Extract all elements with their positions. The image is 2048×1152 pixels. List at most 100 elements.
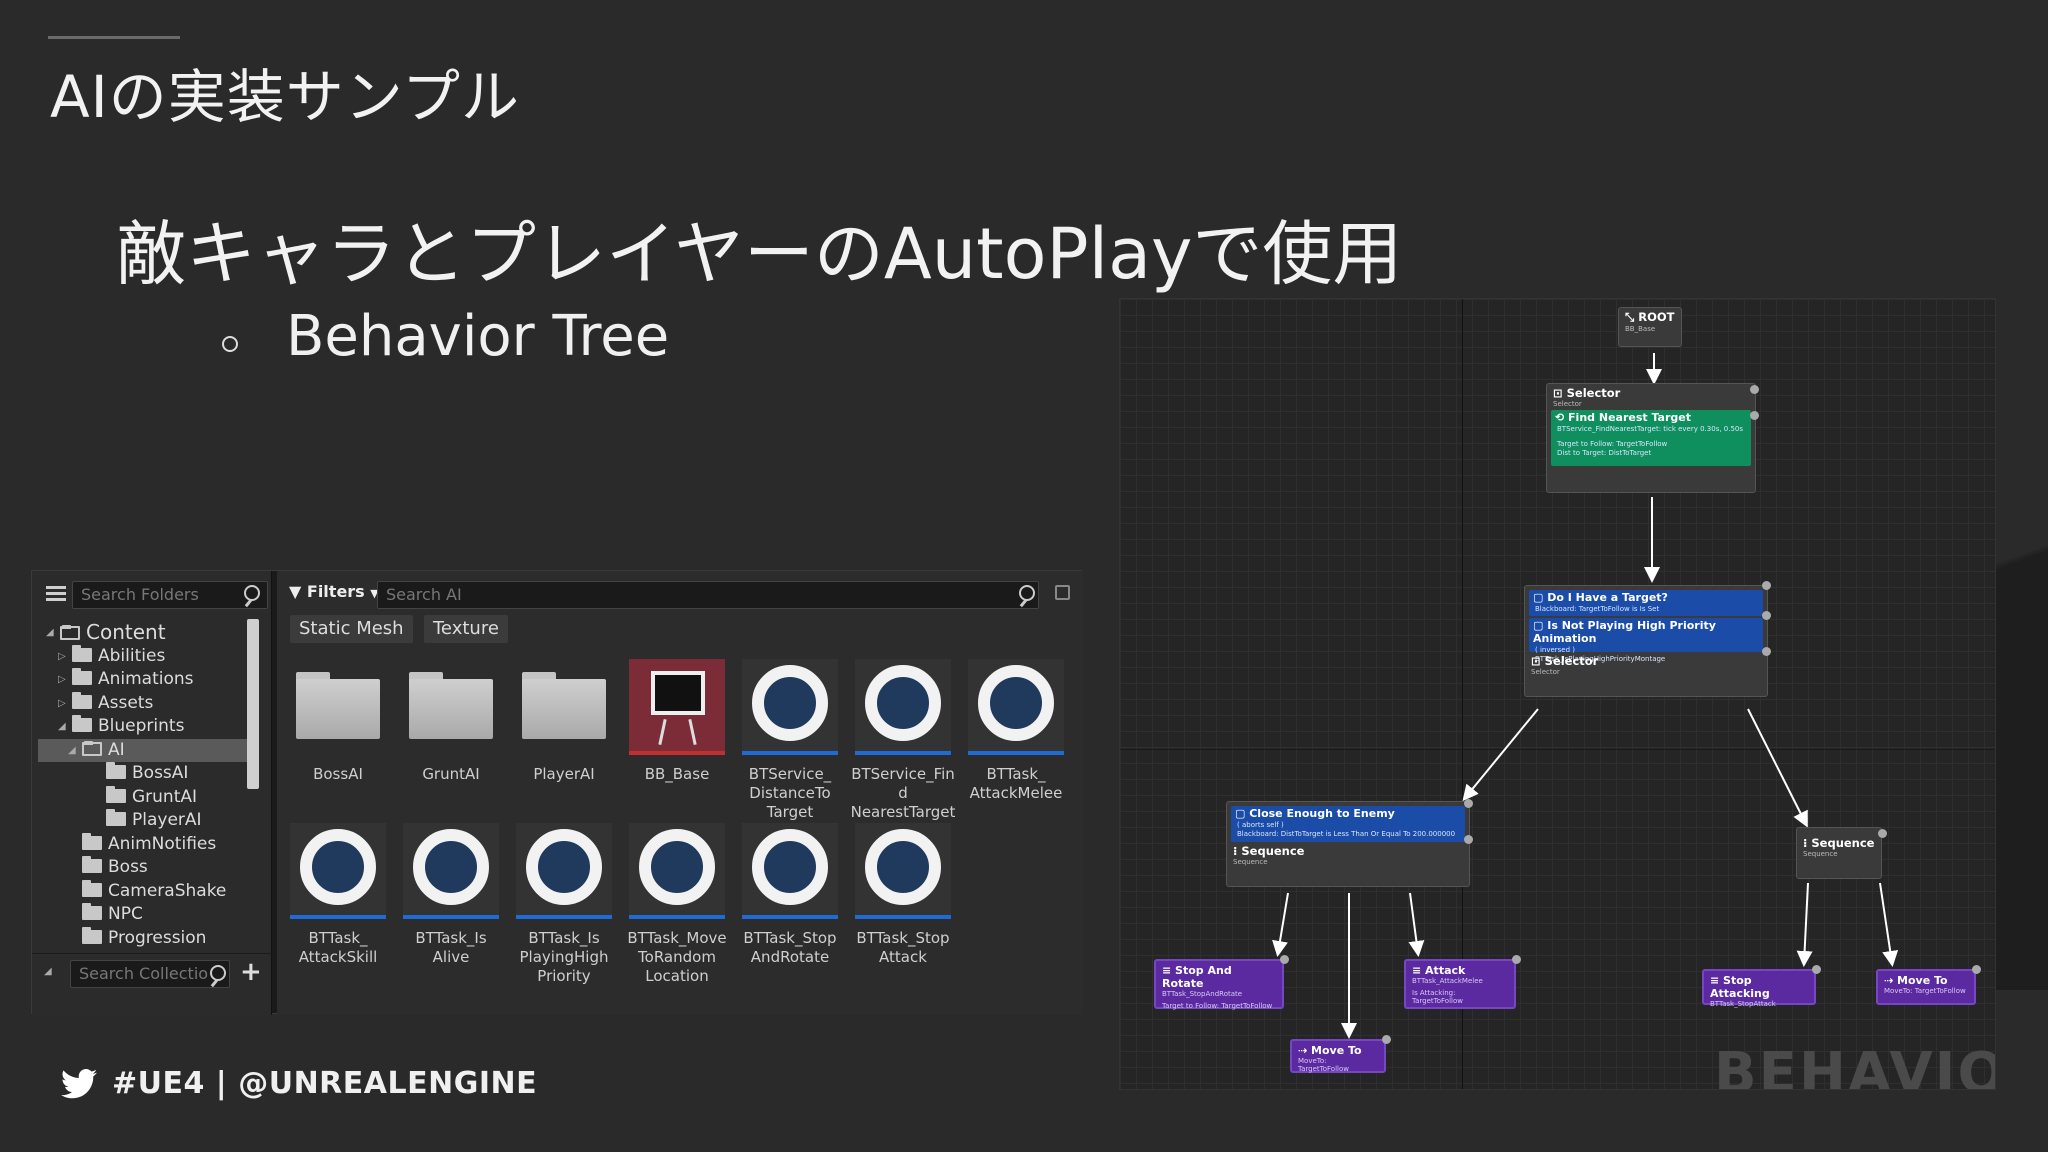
task-subtitle: MoveTo: TargetToFollow bbox=[1884, 987, 1966, 995]
asset-tile[interactable]: PlayerAI bbox=[516, 659, 612, 784]
toggle-sources-icon[interactable] bbox=[40, 583, 66, 607]
selector-node[interactable]: ⊡ Selector Selector ⟲ Find Nearest Targe… bbox=[1546, 383, 1756, 493]
folder-tree-item[interactable]: Boss bbox=[38, 856, 248, 880]
expand-arrow-icon[interactable]: ◢ bbox=[68, 744, 76, 756]
node-title: Sequence bbox=[1241, 844, 1305, 858]
search-icon[interactable] bbox=[210, 965, 226, 981]
output-pin[interactable] bbox=[1762, 647, 1771, 656]
output-pin[interactable] bbox=[1812, 965, 1821, 974]
folder-icon bbox=[106, 762, 126, 779]
asset-label: BTTask_ AttackMelee bbox=[969, 765, 1063, 802]
folder-tree-item[interactable]: PlayerAI bbox=[38, 809, 248, 833]
search-collections-input[interactable]: Search Collectio bbox=[70, 960, 230, 988]
slide-title: AIの実装サンプル bbox=[50, 63, 521, 131]
search-icon[interactable] bbox=[244, 585, 260, 601]
grid-axis bbox=[1120, 749, 1995, 750]
save-search-icon[interactable] bbox=[1055, 585, 1070, 600]
folder-icon bbox=[82, 856, 102, 873]
decorator-not-playing-animation[interactable]: ▢ Is Not Playing High Priority Animation… bbox=[1529, 618, 1763, 663]
output-pin[interactable] bbox=[1972, 965, 1981, 974]
folder-tree-item[interactable]: BossAI bbox=[38, 762, 248, 786]
folder-tree-item[interactable]: Progression bbox=[38, 926, 248, 951]
decorator-subtitle: BTTask_IsPlayingHighPriorityMontage bbox=[1535, 655, 1666, 663]
output-pin[interactable] bbox=[1382, 1035, 1391, 1044]
output-pin[interactable] bbox=[1750, 411, 1759, 420]
output-pin[interactable] bbox=[1762, 581, 1771, 590]
asset-label: BTTask_Stop AndRotate bbox=[743, 929, 837, 966]
folder-tree-item[interactable]: ◢Blueprints bbox=[38, 715, 248, 739]
selector-icon: ⊡ bbox=[1553, 386, 1567, 400]
folder-tree-item[interactable]: ▷Assets bbox=[38, 691, 248, 716]
selector-node-2[interactable]: ▢ Do I Have a Target? Blackboard: Target… bbox=[1524, 585, 1768, 697]
folder-tree: ◢ Content▷Abilities▷Animations▷Assets◢Blu… bbox=[38, 620, 248, 951]
collapsed-arrow-icon[interactable]: ▷ bbox=[58, 674, 66, 685]
asset-tile[interactable]: BossAI bbox=[290, 659, 386, 784]
folder-tree-item[interactable]: ◢AI bbox=[38, 738, 248, 762]
search-folders-input[interactable]: Search Folders bbox=[72, 581, 268, 609]
search-assets-input[interactable]: Search AI bbox=[377, 581, 1039, 609]
folder-tree-item[interactable]: ▷Abilities bbox=[38, 644, 248, 669]
asset-tile[interactable]: BTTask_ AttackMelee bbox=[968, 659, 1064, 803]
task-move-to-2[interactable]: ⇢ Move To MoveTo: TargetToFollow bbox=[1876, 969, 1976, 1005]
node-title: ROOT bbox=[1638, 310, 1675, 324]
folder-tree-item[interactable]: CameraShake bbox=[38, 879, 248, 904]
service-find-nearest-target[interactable]: ⟲ Find Nearest Target BTService_FindNear… bbox=[1551, 410, 1751, 466]
search-icon[interactable] bbox=[1019, 585, 1035, 601]
collapsed-arrow-icon[interactable]: ▷ bbox=[58, 650, 66, 662]
output-pin[interactable] bbox=[1464, 799, 1473, 808]
asset-label: BTTask_Is Alive bbox=[415, 929, 487, 966]
task-stop-and-rotate[interactable]: ≡ Stop And Rotate BTTask_StopAndRotate T… bbox=[1154, 959, 1284, 1010]
asset-tile[interactable]: GruntAI bbox=[403, 659, 499, 784]
folder-tree-item[interactable]: GruntAI bbox=[38, 785, 248, 810]
bullet-circle-icon bbox=[222, 335, 238, 352]
output-pin[interactable] bbox=[1464, 835, 1473, 844]
bt-task-ring-icon bbox=[968, 659, 1064, 755]
asset-tile[interactable]: BTTask_ AttackSkill bbox=[290, 823, 386, 967]
expand-arrow-icon[interactable]: ◢ bbox=[58, 721, 66, 732]
task-icon: ≡ bbox=[1710, 974, 1724, 987]
asset-tile[interactable]: BTTask_Move ToRandom Location bbox=[627, 823, 727, 986]
output-pin[interactable] bbox=[1878, 829, 1887, 838]
filters-button[interactable]: ▼ Filters ▼ bbox=[289, 582, 379, 601]
task-stop-attacking[interactable]: ≡ Stop Attacking BTTask_StopAttack bbox=[1702, 969, 1816, 1008]
decorator-icon: ▢ bbox=[1533, 619, 1548, 632]
output-pin[interactable] bbox=[1762, 611, 1771, 620]
asset-tile[interactable]: BTTask_Stop Attack bbox=[855, 823, 951, 967]
link-seq2-move-to bbox=[1879, 882, 1899, 967]
sequence-node-2[interactable]: ⁝ Sequence Sequence bbox=[1796, 827, 1882, 879]
task-icon: ≡ bbox=[1412, 964, 1426, 977]
filter-chip-static-mesh[interactable]: Static Mesh bbox=[290, 615, 413, 643]
folder-tree-item[interactable]: NPC bbox=[38, 903, 248, 927]
task-subtitle: BTTask_StopAndRotate bbox=[1162, 990, 1243, 998]
add-collection-icon[interactable]: + bbox=[240, 957, 262, 987]
decorator-subtitle: Blackboard: DistToTarget is Less Than Or… bbox=[1237, 830, 1456, 838]
task-attack[interactable]: ≡ Attack BTTask_AttackMelee Is Attacking… bbox=[1404, 959, 1516, 1009]
service-detail: Target to Follow: TargetToFollow bbox=[1557, 440, 1668, 448]
asset-tile[interactable]: BTTask_Stop AndRotate bbox=[742, 823, 838, 967]
asset-tile[interactable]: BTService_Find NearestTarget bbox=[851, 659, 955, 822]
output-pin[interactable] bbox=[1750, 385, 1759, 394]
asset-tile[interactable]: BTService_ DistanceTo Target bbox=[742, 659, 838, 822]
task-move-to[interactable]: ⇢ Move To MoveTo: TargetToFollow bbox=[1290, 1039, 1386, 1073]
decorator-do-i-have-target[interactable]: ▢ Do I Have a Target? Blackboard: Target… bbox=[1529, 590, 1763, 616]
asset-tile[interactable]: BB_Base bbox=[629, 659, 725, 784]
output-pin[interactable] bbox=[1280, 955, 1289, 964]
sequence-node[interactable]: ▢ Close Enough to Enemy ( aborts self ) … bbox=[1226, 801, 1470, 887]
decorator-title: Is Not Playing High Priority Animation bbox=[1533, 619, 1716, 645]
expand-arrow-icon[interactable]: ◢ bbox=[46, 627, 54, 638]
collapsed-arrow-icon[interactable]: ▷ bbox=[58, 697, 66, 709]
collapse-arrow-icon[interactable]: ◢ bbox=[44, 966, 52, 977]
asset-tile[interactable]: BTTask_Is Alive bbox=[403, 823, 499, 967]
folder-label: Content bbox=[86, 620, 166, 644]
asset-tile[interactable]: BTTask_Is PlayingHigh Priority bbox=[516, 823, 612, 986]
output-pin[interactable] bbox=[1512, 955, 1521, 964]
folder-scrollbar[interactable] bbox=[247, 619, 259, 789]
filter-chip-texture[interactable]: Texture bbox=[424, 615, 508, 643]
editor-watermark: BEHAVIOR T bbox=[1714, 1041, 1995, 1090]
folder-tree-item[interactable]: ◢ Content bbox=[38, 620, 248, 645]
asset-label: BTService_ DistanceTo Target bbox=[748, 765, 832, 821]
decorator-close-enough[interactable]: ▢ Close Enough to Enemy ( aborts self ) … bbox=[1231, 806, 1465, 842]
folder-tree-item[interactable]: ▷Animations bbox=[38, 668, 248, 692]
root-node[interactable]: ⤡ ROOT BB_Base bbox=[1618, 307, 1682, 347]
folder-tree-item[interactable]: AnimNotifies bbox=[38, 832, 248, 857]
